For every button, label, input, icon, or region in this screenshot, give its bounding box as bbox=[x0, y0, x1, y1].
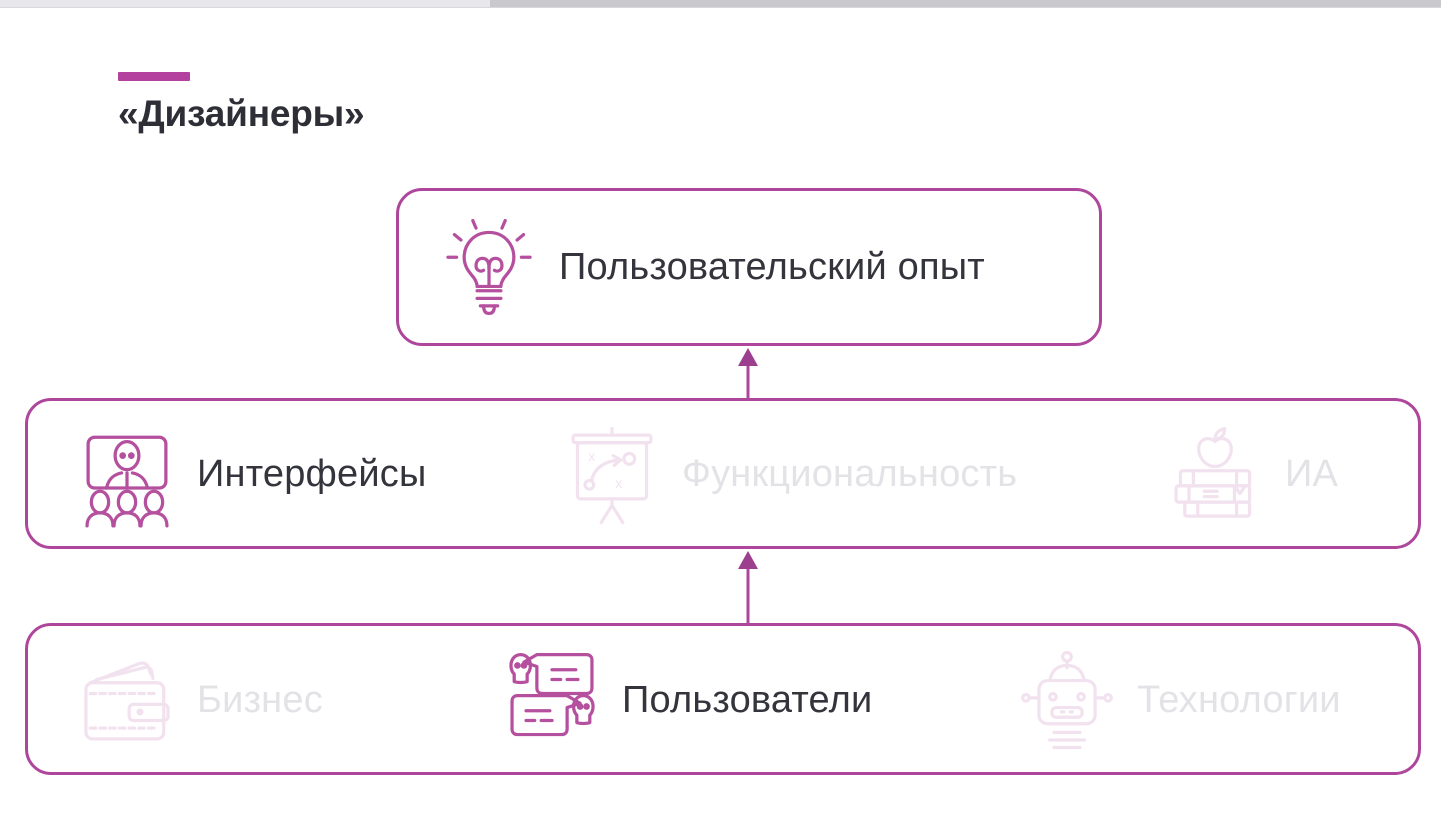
presentation-audience-icon bbox=[73, 420, 181, 528]
speech-bubbles-people-icon bbox=[498, 646, 606, 754]
item-label: Пользователи bbox=[622, 678, 873, 721]
strategy-board-icon: x x bbox=[558, 420, 666, 528]
item-users[interactable]: Пользователи bbox=[498, 646, 872, 754]
item-label: Интерфейсы bbox=[197, 452, 427, 495]
item-interfaces[interactable]: Интерфейсы bbox=[73, 420, 426, 528]
arrow-middle-to-top bbox=[731, 346, 765, 400]
lightbulb-icon bbox=[435, 213, 543, 321]
item-ia[interactable]: ИА bbox=[1161, 420, 1338, 528]
svg-text:x: x bbox=[615, 475, 622, 491]
apple-books-icon bbox=[1161, 420, 1269, 528]
item-user-experience[interactable]: Пользовательский опыт bbox=[435, 213, 985, 321]
robot-icon bbox=[1013, 646, 1121, 754]
page-title: «Дизайнеры» bbox=[118, 93, 365, 134]
item-label: ИА bbox=[1285, 452, 1339, 495]
item-label: Функциональность bbox=[682, 452, 1018, 495]
slide-progress-fill bbox=[0, 0, 490, 7]
svg-text:x: x bbox=[588, 448, 595, 464]
item-label: Технологии bbox=[1137, 678, 1341, 721]
title-accent-rule bbox=[118, 72, 190, 81]
item-functionality[interactable]: x x Функциональность bbox=[558, 420, 1017, 528]
item-label: Бизнес bbox=[197, 678, 323, 721]
item-technologies[interactable]: Технологии bbox=[1013, 646, 1341, 754]
item-label: Пользовательский опыт bbox=[559, 245, 985, 288]
item-business[interactable]: Бизнес bbox=[73, 646, 323, 754]
experience-layer-box: Пользовательский опыт bbox=[396, 188, 1102, 346]
foundation-layer-box: Бизнес Пользователи bbox=[25, 623, 1421, 775]
header-divider bbox=[0, 7, 1441, 8]
page-title-block: «Дизайнеры» bbox=[118, 72, 365, 134]
slide-progress-bar bbox=[0, 0, 1441, 7]
wallet-icon bbox=[73, 646, 181, 754]
arrow-bottom-to-middle bbox=[731, 549, 765, 625]
design-layer-box: Интерфейсы x x Функциональность bbox=[25, 398, 1421, 549]
